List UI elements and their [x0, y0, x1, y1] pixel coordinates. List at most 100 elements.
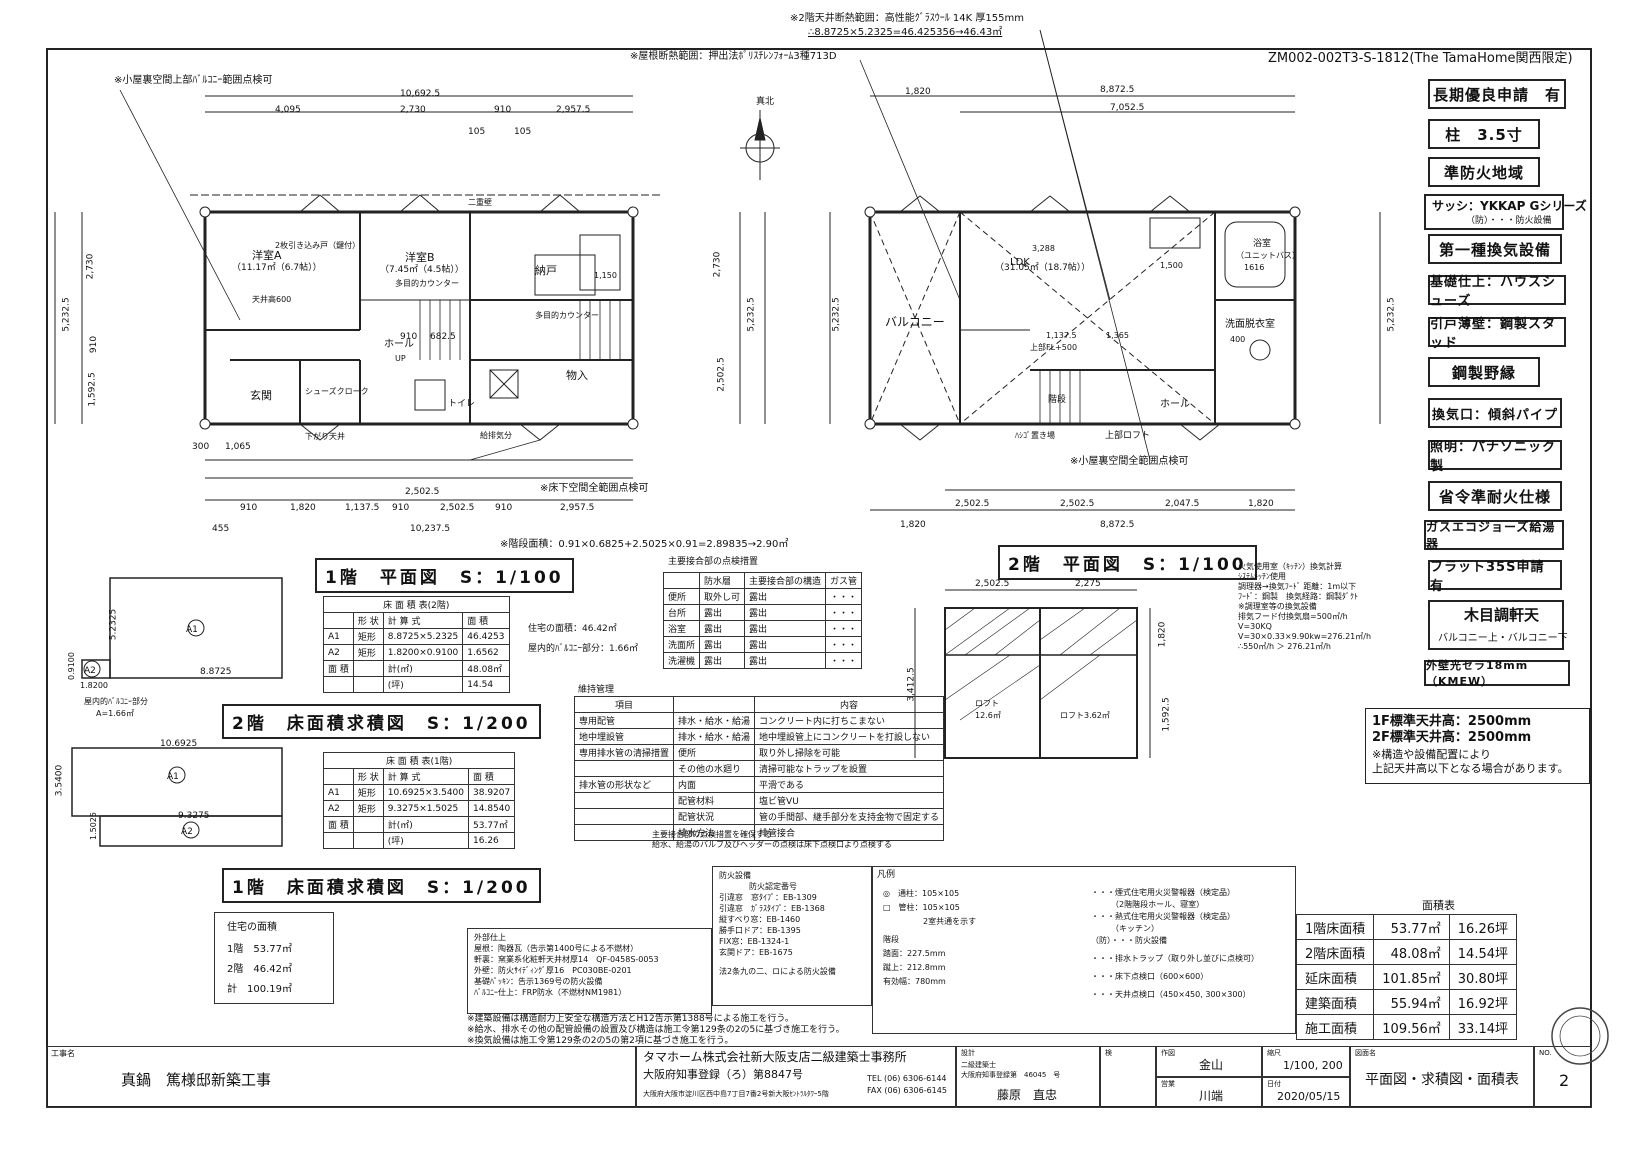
area2f-dim-s1: 0.9100 [67, 652, 76, 680]
area1f-label-a1: A1 [167, 772, 179, 782]
plan1-dim-1: 4,095 [275, 105, 301, 115]
note-stairs-area: ※階段面積：0.91×0.6825+2.5025×0.91=2.89835→2.… [500, 539, 789, 550]
plan2-dim-t1: 8,872.5 [1100, 85, 1135, 95]
plan2-dim-1500: 1,500 [1160, 261, 1183, 270]
title-block-project: 工事名 真鍋 篤様邸新築工事 [46, 1046, 636, 1108]
plan1-dim-3: 910 [494, 105, 512, 115]
plan1-dim-l5: 910 [400, 332, 418, 342]
maint-table: 項目内容 専用配管排水・給水・給湯コンクリート内に打ちこまない 地中埋設管排水・… [573, 696, 945, 841]
joint-table: 防水層主要接合部の構造ガス管 便所取外し可露出・・・ 台所露出露出・・・ 浴室露… [662, 572, 863, 669]
area1f-dim-h2: 1.5025 [89, 812, 98, 840]
note-dim-1150: 1,150 [594, 271, 617, 280]
room-senmen: 洗面脱衣室 [1225, 319, 1275, 330]
plan1-dim-b1: 1,065 [225, 442, 251, 452]
note-sliding-door: 2枚引き込み戸（鍵付） [275, 241, 361, 250]
plan1-dim-b5: 1,137.5 [345, 503, 380, 513]
exterior-finish-box: 外部仕上 屋根：陶器瓦（告示第1400号による不燃材） 軒裏：窯業系化粧軒天井材… [467, 928, 712, 1014]
plan2-outer-wall [868, 210, 1297, 426]
loft-dim-4: 1,592.5 [1161, 697, 1172, 732]
area1f-title: 1階 床面積求積図 S：1/200 [222, 868, 541, 903]
room-monoire: 物入 [566, 369, 588, 382]
plan1-dim-b6: 910 [392, 503, 410, 513]
title-block-sales: 営業 川端 [1156, 1077, 1262, 1108]
attic-note-left: ※小屋裏空間上部ﾊﾞﾙｺﾆｰ範囲点検可 [114, 75, 273, 86]
plan1-dim-b7: 2,502.5 [440, 503, 475, 513]
note-kyuhaiki: 給排気分 [480, 431, 512, 440]
ceiling-insulation-note: ※2階天井断熱範囲：高性能ｸﾞﾗｽｳｰﾙ 14K 厚155mm [790, 13, 1024, 24]
plan1-dim-b11: 10,237.5 [410, 524, 451, 534]
plan2-dim-b1: 2,502.5 [1060, 499, 1095, 509]
plan2-dim-3288: 3,288 [1032, 244, 1055, 253]
document-code: ZM002-002T3-S-1812(The TamaHome関西限定) [1268, 51, 1573, 66]
spec-sliding-wall: 引戸薄壁：鋼製スタッド [1428, 317, 1566, 351]
room-youshitsu-a: 洋室A [252, 249, 282, 262]
joint-table-title: 主要接合部の点検措置 [668, 557, 759, 567]
room-ladder: ﾊｼｺﾞ置き場 [1015, 431, 1055, 440]
loft-room-2: ロフト3.62㎡ [1060, 711, 1110, 720]
loft-dim-1: 2,275 [1075, 579, 1101, 589]
plan1-dim-b10: 455 [212, 524, 230, 534]
loft-room-1: ロフト [975, 699, 999, 708]
plan2-dim-t2: 7,052.5 [1110, 103, 1145, 113]
room-hall-2f: ホール [1160, 399, 1190, 410]
loft-dim-0: 2,502.5 [975, 579, 1010, 589]
spec-lighting: 照明：パナソニック製 [1428, 440, 1562, 474]
room-bath-size: 1616 [1244, 263, 1265, 272]
area1f-dim-h: 3.5400 [54, 764, 65, 797]
plan1-dim-l2: 910 [89, 335, 100, 354]
area2f-title: 2階 床面積求積図 S：1/200 [222, 704, 541, 739]
plan1-dim-b3: 910 [240, 503, 258, 513]
plan2-dim-b5: 8,872.5 [1100, 520, 1135, 530]
spec-eaves: 木目調軒天 バルコニー上・バルコニー下 [1428, 600, 1568, 650]
plan2-dim-r1: 5,232.5 [1386, 297, 1397, 332]
area1f-dim-w: 10.6925 [160, 739, 198, 749]
plan1-dim-2: 2,730 [400, 105, 426, 115]
spec-fireproof: 省令準耐火仕様 [1428, 481, 1562, 511]
legend-box: 凡例 ◎ 通柱：105×105 □ 管柱：105×105 2室共通を示す 階段 … [872, 866, 1296, 1034]
room-youshitsu-b: 洋室B [405, 251, 435, 264]
room-bath: 浴室 [1253, 239, 1272, 249]
note-counter-2: 多目的カウンター [535, 311, 599, 320]
maint-table-title: 維持管理 [578, 685, 615, 695]
area2f-balcony-calc: A=1.66㎡ [96, 709, 134, 718]
seal-stamp [1551, 1007, 1609, 1065]
plan2-dim-b2: 2,047.5 [1165, 499, 1200, 509]
area1f-dim-w2: 9.3275 [178, 811, 210, 821]
room-bath-sub: （ユニットバス） [1236, 251, 1300, 260]
room-shoes: シューズクローク [305, 387, 369, 396]
plan2-dim-1365: 1,365 [1106, 331, 1129, 340]
loft-room-1-area: 12.6㎡ [975, 711, 1001, 720]
title-block-author: 作図 金山 [1156, 1046, 1262, 1077]
plan1-dim-r1: 2,730 [712, 251, 723, 278]
spec-fire-zone: 準防火地域 [1428, 157, 1540, 187]
plan1-title: 1階 平面図 S：1/100 [315, 558, 574, 593]
plan1-dim-4: 2,957.5 [556, 105, 591, 115]
area2f-dim-h: 5.2325 [108, 608, 119, 641]
plan1-dim-l1: 2,730 [85, 253, 96, 280]
table-2f-side2: 屋内的ﾊﾞﾙｺﾆｰ部分：1.66㎡ [528, 644, 639, 654]
plan2-dim-l0: 5,232.5 [831, 297, 842, 332]
spec-long-term: 長期優良申請 有 [1428, 79, 1566, 109]
note-double-wall: 二重壁 [468, 198, 492, 207]
room-hall: ホール [384, 339, 414, 350]
title-block-date: 日付 2020/05/15 [1262, 1077, 1350, 1108]
title-block-check: 検 [1100, 1046, 1156, 1108]
area1f-label-a2: A2 [181, 827, 193, 837]
spec-pillar: 柱 3.5寸 [1428, 119, 1540, 149]
plan2-dim-1137: 1,137.5 [1046, 331, 1077, 340]
stairs-up: UP [395, 354, 406, 363]
spec-sash: サッシ：YKKAP Gシリーズ （防）・・・防火設備 [1424, 194, 1587, 230]
room-ldk-area: （31.05㎡（18.7帖）） [995, 263, 1091, 273]
room-toilet: トイレ [448, 399, 476, 409]
plan1-dim-b9: 2,957.5 [560, 503, 595, 513]
plan1-dim-r0: 5,232.5 [746, 297, 757, 332]
plan2-dim-b3: 1,820 [1248, 499, 1274, 509]
plan1-dim-r2: 2,502.5 [716, 357, 727, 392]
room-genkan: 玄関 [250, 389, 272, 402]
maint-footnote-2: 給水、給湯のバルブ及びヘッダーの点検は床下点検口より点検する [652, 840, 892, 849]
note-sagari: 下がり天井 [305, 432, 345, 441]
note-ceiling-600: 天井高600 [252, 295, 292, 304]
room-loft-upper: 上部ロフト [1105, 431, 1151, 441]
plan1-dim-b8: 910 [495, 503, 513, 513]
